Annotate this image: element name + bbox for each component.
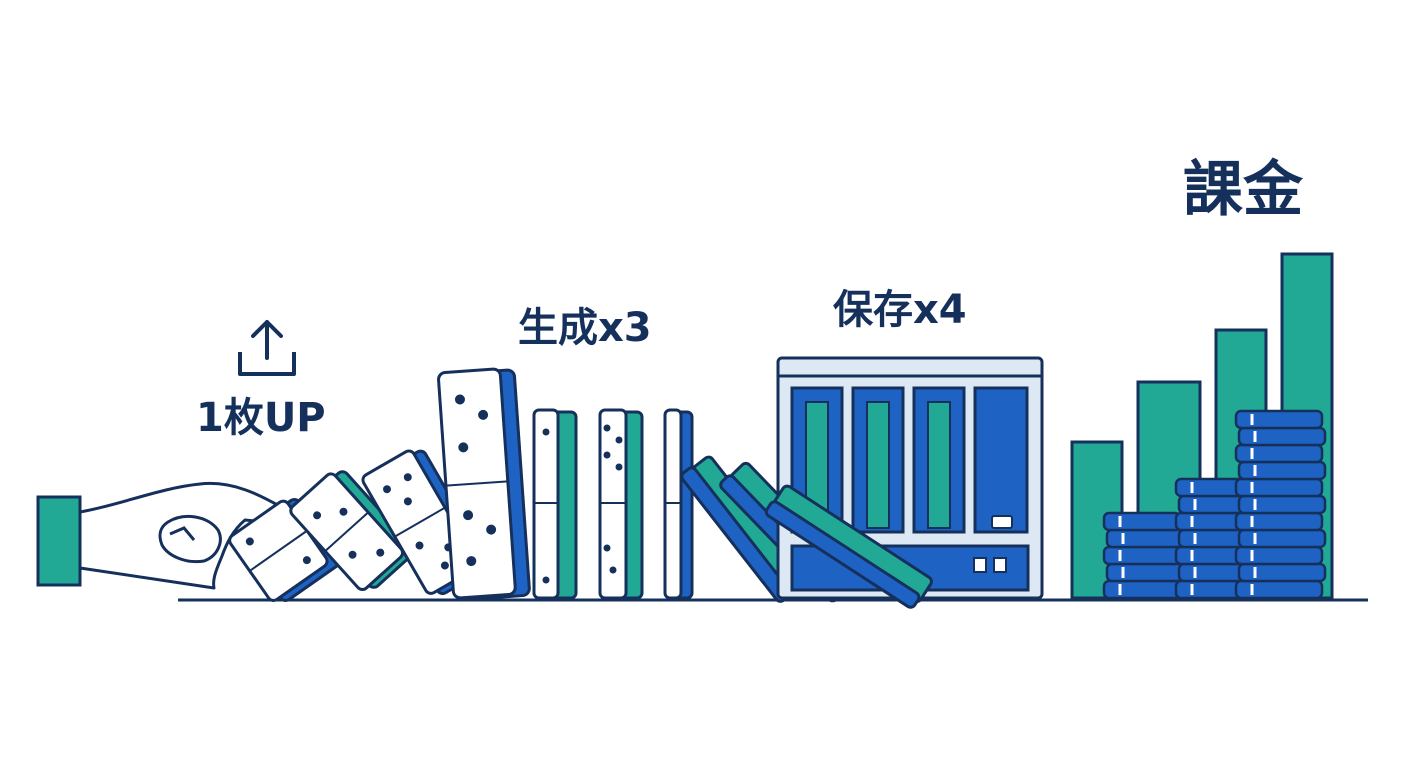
save-label: 保存x4: [833, 287, 967, 333]
coin-stack-icon: [1102, 409, 1327, 600]
domino-6: [764, 484, 933, 609]
billing-label: 課金: [1183, 155, 1303, 225]
storage-server-icon: [776, 356, 1044, 600]
coin: [1102, 511, 1182, 532]
coin: [1234, 511, 1324, 532]
coin: [1102, 545, 1182, 566]
coin: [1234, 477, 1324, 498]
coin: [1105, 562, 1185, 583]
domino-standing-1: [532, 408, 578, 600]
domino-standing-3: [663, 408, 694, 600]
coin: [1237, 426, 1327, 447]
upload-label: 1枚UP: [196, 395, 326, 441]
coin: [1234, 545, 1324, 566]
domino-standing-2: [598, 408, 644, 600]
coin: [1234, 443, 1324, 464]
coin: [1234, 579, 1324, 600]
coin: [1105, 528, 1185, 549]
coin: [1237, 562, 1327, 583]
hand-icon: [36, 481, 290, 590]
upload-icon: [238, 320, 296, 376]
coin: [1234, 409, 1324, 430]
domino-tall: [437, 367, 531, 601]
generate-label: 生成x3: [518, 305, 652, 351]
coin: [1237, 494, 1327, 515]
coin: [1237, 528, 1327, 549]
coin: [1102, 579, 1182, 600]
coin: [1237, 460, 1327, 481]
